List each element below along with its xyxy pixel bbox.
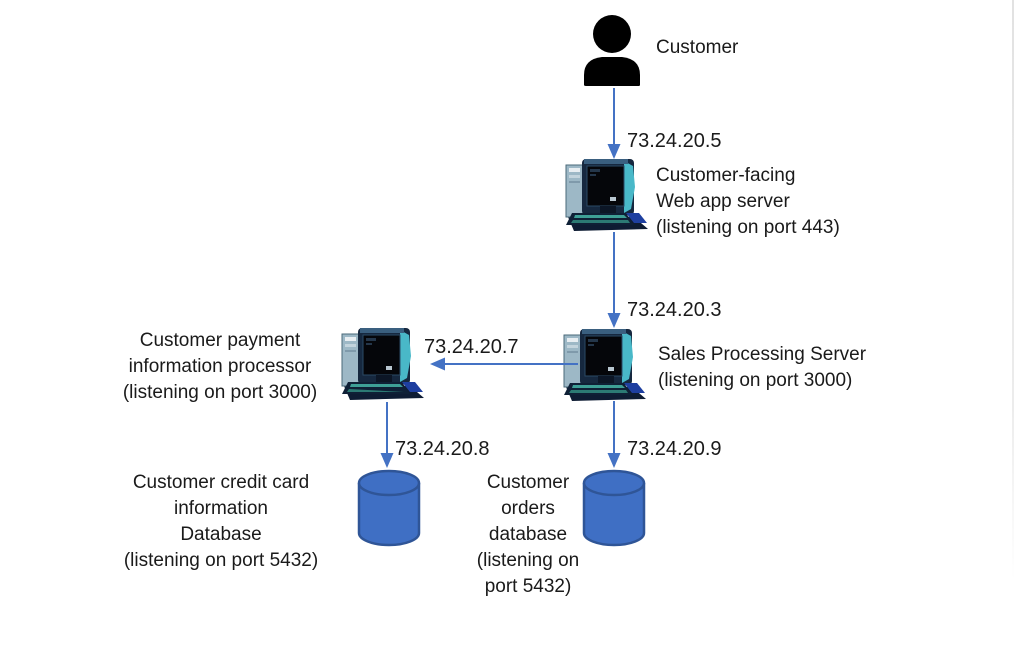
arrow-customer-to-web xyxy=(607,88,621,159)
orders-db-label: Customer orders database (listening on p… xyxy=(455,470,601,600)
ip-label-web-to-sales: 73.24.20.3 xyxy=(627,299,722,321)
person-icon xyxy=(584,15,640,86)
web-server-line1: Customer-facing xyxy=(656,165,796,186)
computer-icon xyxy=(563,329,646,401)
database-icon xyxy=(357,469,421,547)
arrow-payment-to-creditcard-db xyxy=(380,402,394,468)
sales-server-line1: Sales Processing Server xyxy=(658,344,867,365)
credit-card-db-line4: (listening on port 5432) xyxy=(123,550,319,571)
ip-label-customer-to-web: 73.24.20.5 xyxy=(627,130,722,152)
web-server-line3: (listening on port 443) xyxy=(656,217,840,238)
payment-processor-label: Customer payment information processor (… xyxy=(100,328,340,406)
computer-icon xyxy=(341,328,424,400)
customer-label: Customer xyxy=(656,37,739,58)
ip-label-sales-to-orders-db: 73.24.20.9 xyxy=(627,438,722,460)
arrow-sales-to-payment xyxy=(430,357,578,371)
database-icon xyxy=(582,469,646,547)
ip-label-sales-to-payment: 73.24.20.7 xyxy=(424,336,519,358)
sales-server-label: Sales Processing Server (listening on po… xyxy=(658,342,866,394)
ip-label-payment-to-creditcard-db: 73.24.20.8 xyxy=(395,438,490,460)
credit-card-db-label: Customer credit card information Databas… xyxy=(95,470,347,574)
orders-db-line4: (listening on xyxy=(476,550,580,571)
payment-processor-line3: (listening on port 3000) xyxy=(122,382,318,403)
orders-db-line2: orders xyxy=(501,498,555,519)
credit-card-db-line3: Database xyxy=(180,524,262,545)
orders-db-line1: Customer xyxy=(486,472,570,493)
web-server-line2: Web app server xyxy=(656,191,790,212)
slide-edge-divider xyxy=(1012,0,1014,580)
payment-processor-line2: information processor xyxy=(128,356,312,377)
arrow-web-to-sales xyxy=(607,232,621,328)
computer-icon xyxy=(565,159,648,231)
sales-server-line2: (listening on port 3000) xyxy=(658,370,853,391)
orders-db-line3: database xyxy=(488,524,568,545)
arrow-sales-to-orders-db xyxy=(607,401,621,468)
credit-card-db-line1: Customer credit card xyxy=(132,472,310,493)
credit-card-db-line2: information xyxy=(174,498,268,519)
web-server-label: Customer-facing Web app server (listenin… xyxy=(656,163,840,241)
payment-processor-line1: Customer payment xyxy=(139,330,301,351)
orders-db-line5: port 5432) xyxy=(484,576,572,597)
